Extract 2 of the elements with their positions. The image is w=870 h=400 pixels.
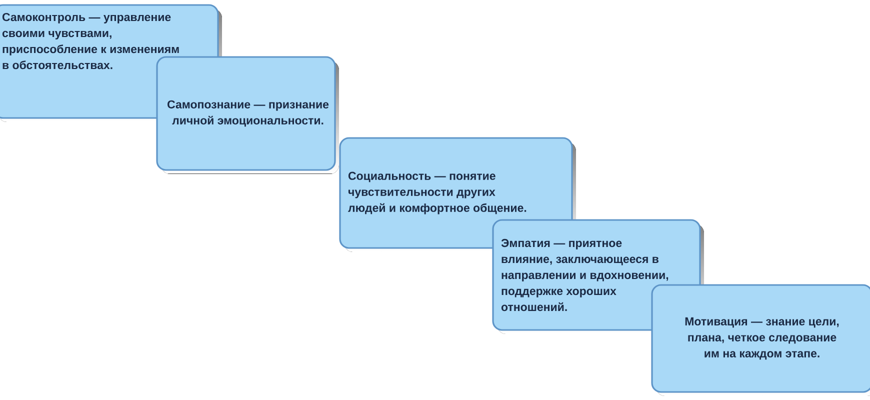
rounded-box: Мотивация — знание цели, плана, четкое следование им на каждом этапе. bbox=[651, 284, 870, 396]
rounded-box: Самопознание — признание личной эмоциональности. bbox=[156, 56, 339, 174]
